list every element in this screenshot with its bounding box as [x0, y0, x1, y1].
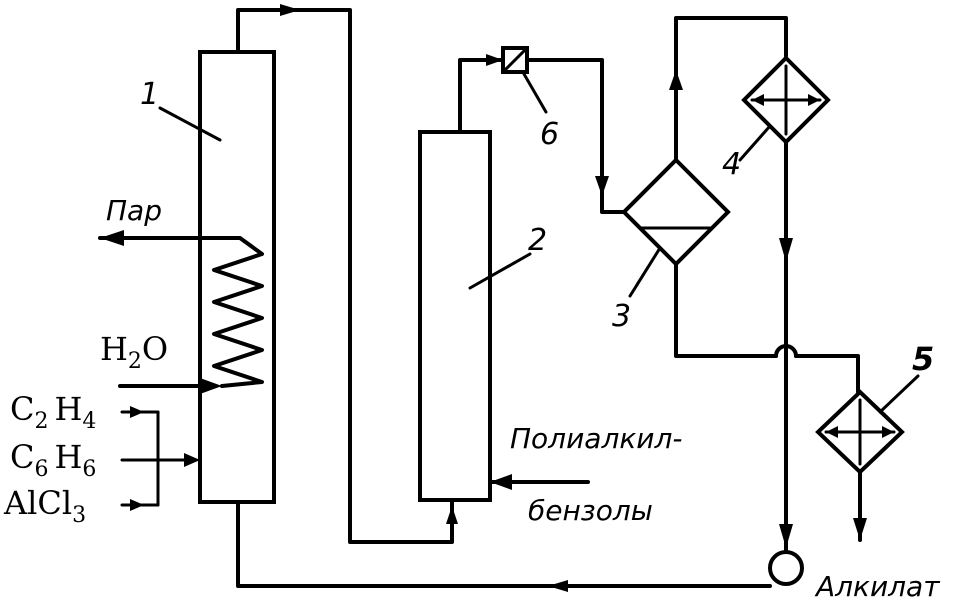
steam-arrowhead: [100, 230, 124, 246]
label-unit-1: 1: [140, 77, 159, 112]
label-alkylate: Алкилат: [814, 570, 940, 603]
to-device-6-arrowhead: [486, 54, 503, 66]
column-overhead-line: [458, 58, 505, 134]
separator-column-2: [418, 130, 492, 502]
heating-coil: [150, 236, 264, 388]
label-unit-3: 3: [612, 299, 631, 334]
label-unit-4: 4: [722, 147, 741, 182]
device-6-diagonal: [501, 46, 529, 74]
condenser-4-h-head-r: [808, 94, 820, 106]
column-inlet-arrowhead: [446, 506, 458, 524]
label-water: H2O: [100, 330, 168, 374]
device-6-down-arrowhead: [595, 176, 609, 196]
cooler-5-h-head-l: [826, 426, 838, 438]
leader-1: [158, 106, 222, 142]
pump-inlet-arrowhead: [779, 524, 793, 548]
label-unit-5: 5: [912, 340, 934, 378]
water-arrowhead: [200, 378, 222, 394]
exchanger-3-liquid-line: [674, 262, 778, 358]
label-unit-6: 6: [540, 117, 559, 152]
leader-2: [468, 252, 532, 290]
label-polyalkyl-line2: бензолы: [528, 494, 653, 527]
recycle-line: [236, 500, 772, 588]
pump: [768, 550, 804, 586]
device-6-outlet-line: [525, 58, 626, 214]
cooler-5-down-arrowhead: [853, 518, 867, 540]
cooler-5-h-head-r: [882, 426, 894, 438]
label-alcl3: AlCl3: [3, 484, 86, 528]
feed-arrowhead: [184, 453, 200, 467]
alcl3-arrowhead: [130, 499, 144, 511]
condenser-4-down-arrowhead: [779, 238, 793, 262]
leader-5: [878, 374, 920, 414]
to-cooler-5-line: [794, 354, 860, 394]
overhead-arrowhead: [280, 4, 300, 16]
leader-3: [628, 246, 662, 298]
reactor-overhead-line: [236, 8, 454, 544]
vapor-up-arrowhead: [669, 70, 683, 90]
ethylene-arrowhead: [130, 406, 144, 418]
recycle-arrowhead: [548, 580, 568, 592]
condenser-4-h-head-l: [752, 94, 764, 106]
label-unit-2: 2: [528, 223, 547, 258]
leader-6: [522, 72, 548, 114]
heat-exchanger-3: [621, 157, 731, 267]
label-polyalkyl-line1: Полиалкил-: [510, 422, 682, 455]
leader-4: [738, 124, 772, 162]
polyalkyl-arrowhead: [490, 474, 512, 490]
label-steam: Пар: [106, 194, 162, 227]
